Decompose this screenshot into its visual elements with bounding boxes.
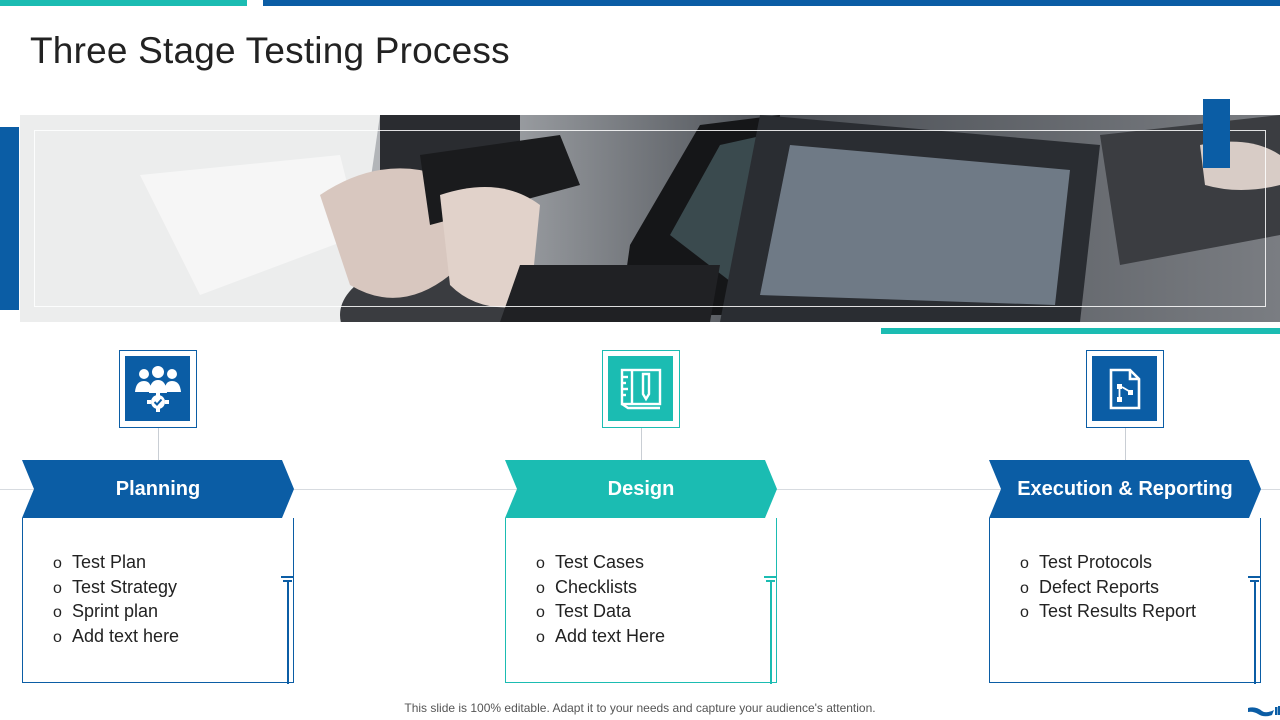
right-accent-bar bbox=[1203, 99, 1230, 168]
left-accent-bar bbox=[0, 127, 19, 310]
stage-banner: Execution & Reporting bbox=[989, 460, 1261, 518]
top-accent-teal bbox=[0, 0, 247, 6]
connector-line bbox=[1125, 428, 1126, 460]
team-settings-icon bbox=[125, 356, 190, 421]
stage-label: Execution & Reporting bbox=[989, 460, 1261, 518]
photo-frame bbox=[34, 130, 1266, 307]
connector-line bbox=[641, 428, 642, 460]
box-edge-tick bbox=[764, 576, 777, 684]
stage-icon-frame bbox=[119, 350, 197, 428]
box-edge-tick bbox=[1248, 576, 1261, 684]
connector-line bbox=[158, 428, 159, 460]
stage-label: Planning bbox=[22, 460, 294, 518]
slide-title: Three Stage Testing Process bbox=[30, 30, 510, 72]
top-accent-blue bbox=[263, 0, 1280, 6]
footer-note: This slide is 100% editable. Adapt it to… bbox=[0, 701, 1280, 715]
box-edge-tick bbox=[281, 576, 294, 684]
brand-logo-icon bbox=[1246, 704, 1280, 718]
document-flow-icon bbox=[1092, 356, 1157, 421]
teal-accent-under-photo bbox=[881, 328, 1280, 334]
stage-label: Design bbox=[505, 460, 777, 518]
stage-banner: Design bbox=[505, 460, 777, 518]
blueprint-ruler-icon bbox=[608, 356, 673, 421]
stage-icon-frame bbox=[1086, 350, 1164, 428]
stage-banner: Planning bbox=[22, 460, 294, 518]
stage-icon-frame bbox=[602, 350, 680, 428]
